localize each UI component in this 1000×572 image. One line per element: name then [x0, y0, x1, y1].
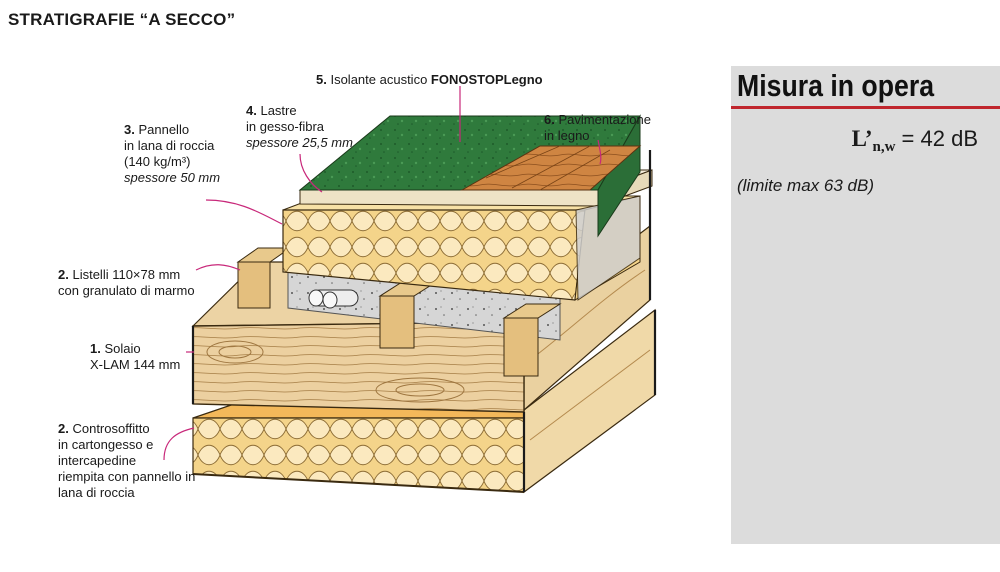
label-line: Pannello — [138, 122, 190, 137]
label-thickness: spessore 50 mm — [124, 170, 221, 185]
leader-4 — [299, 153, 323, 193]
label-acoustic-insulation: 5. Isolante acustico FONOSTOPLegno — [316, 72, 543, 88]
leader-2a — [195, 264, 241, 271]
leader-2b — [163, 427, 195, 461]
label-number: 2. — [58, 267, 69, 282]
panel-title: Misura in opera — [737, 68, 935, 103]
label-line: riempita con pannello in — [58, 469, 196, 484]
label-number: 5. — [316, 72, 327, 87]
label-line: in cartongesso e — [58, 437, 154, 452]
batten — [502, 303, 562, 377]
label-line: intercapedine — [58, 453, 137, 468]
leader-6 — [597, 139, 602, 165]
label-rockwool-panel: 3. Pannello in lana di roccia (140 kg/m³… — [124, 122, 220, 186]
page-title: STRATIGRAFIE “A SECCO” — [8, 10, 236, 29]
label-number: 4. — [246, 103, 257, 118]
label-wood-flooring: 6. Pavimentazione in legno — [544, 112, 651, 144]
label-clt-slab: 1. Solaio X-LAM 144 mm — [90, 341, 180, 373]
label-line: X-LAM 144 mm — [90, 357, 181, 372]
leader-lines — [163, 86, 602, 461]
measurement-limit: (limite max 63 dB) — [737, 176, 874, 195]
label-line: Pavimentazione — [558, 112, 651, 127]
label-ceiling: 2. Controsoffitto in cartongesso e inter… — [58, 421, 195, 501]
label-number: 2. — [58, 421, 69, 436]
label-gypsum-fibre: 4. Lastre in gesso-fibra spessore 25,5 m… — [246, 103, 353, 151]
label-line: con granulato di marmo — [58, 283, 195, 298]
label-line: (140 kg/m³) — [124, 154, 191, 169]
label-thickness: spessore 25,5 mm — [246, 135, 353, 150]
label-line: in lana di roccia — [124, 138, 215, 153]
floor-stratigraphy-diagram — [163, 86, 657, 494]
measurement-result: = 42 dB — [895, 126, 978, 151]
measurement-symbol: L’ — [851, 126, 873, 151]
label-battens: 2. Listelli 110×78 mm con granulato di m… — [58, 267, 195, 299]
label-text: Isolante acustico — [330, 72, 431, 87]
label-line: in legno — [544, 128, 590, 143]
label-number: 1. — [90, 341, 101, 356]
label-line: Controsoffitto — [72, 421, 150, 436]
label-line: Listelli 110×78 mm — [72, 267, 181, 282]
measurement-panel: Misura in opera L’n,w = 42 dB (limite ma… — [731, 66, 1000, 544]
label-line: Lastre — [260, 103, 297, 118]
label-line: in gesso-fibra — [246, 119, 325, 134]
pipes — [308, 289, 359, 309]
ceiling-layer — [192, 401, 542, 493]
brand-name: FONOSTOPLegno — [430, 72, 543, 87]
label-line: lana di roccia — [58, 485, 135, 500]
wood-flooring — [460, 145, 642, 191]
battens — [236, 247, 562, 377]
panel-title-underline — [731, 106, 1000, 109]
label-line: Solaio — [104, 341, 141, 356]
leader-3 — [205, 199, 283, 225]
batten — [236, 247, 292, 309]
measurement-subscript: n,w — [872, 139, 896, 155]
label-number: 6. — [544, 112, 555, 127]
frame-lines — [191, 150, 657, 492]
label-number: 3. — [124, 122, 135, 137]
measurement-value: L’n,w = 42 dB — [852, 126, 978, 156]
